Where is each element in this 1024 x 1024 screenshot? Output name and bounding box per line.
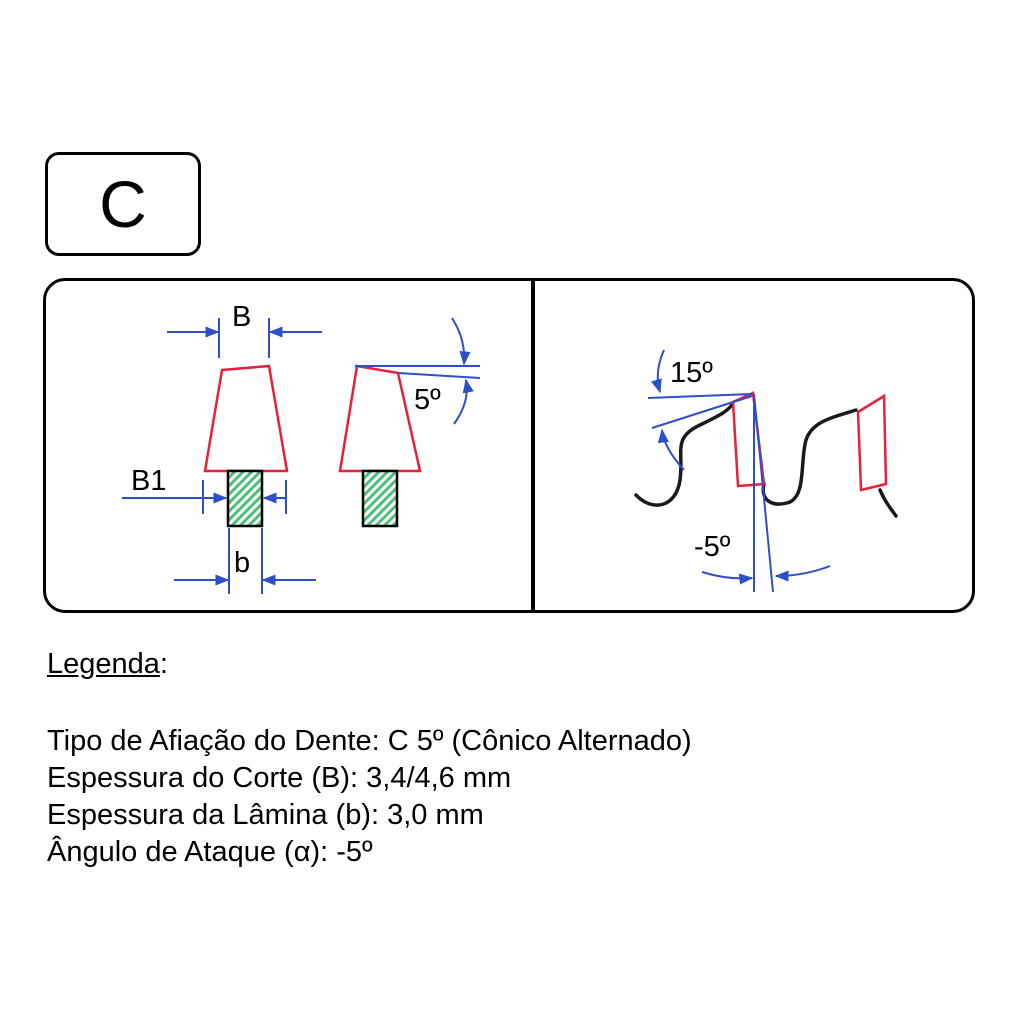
attack-angle-arc-right [774,565,831,582]
attack-angle-slope [753,393,774,593]
blade-body-right [361,469,399,528]
angle-5-arc-bottom [453,378,474,425]
label-side-angle: 5º [414,384,441,416]
angle-15-ref-line [647,393,753,399]
angle-5-arc-top [451,317,471,366]
side-view-teeth: 15º -5º [634,349,898,593]
blade-contour [634,400,898,518]
legend-line-blade-thickness: Espessura da Lâmina (b): 3,0 mm [47,799,484,831]
legend-line-cut-thickness: Espessura do Corte (B): 3,4/4,6 mm [47,762,512,794]
diagram-divider [531,278,535,613]
angle-5-ref-slope [397,372,481,379]
tooth-tip-left [203,364,289,473]
angle-15-arc-bottom [657,428,685,471]
label-b: b [234,547,250,579]
legend-colon: : [159,648,168,680]
legend: Legenda: Tipo de Afiação do Dente: C 5º … [47,646,1007,871]
legend-heading: Legenda: [47,646,1007,683]
tooth-tip-right [338,364,422,473]
angle-15-slope-line [651,395,753,429]
side-tooth-2 [856,393,888,492]
label-B: B [232,301,251,333]
label-B1: B1 [131,465,166,497]
label-attack-angle: -5º [694,531,731,563]
legend-line-sharpening-type: Tipo de Afiação do Dente: C 5º (Cônico A… [47,725,692,757]
diagram-frame [43,278,975,613]
angle-15-arc-top [651,349,665,394]
label-top-angle: 15º [670,357,713,389]
type-letter-box: C [45,152,201,256]
type-letter: C [99,167,147,241]
side-tooth-1 [731,391,766,488]
blade-body-left [226,469,264,528]
legend-line-attack-angle: Ângulo de Ataque (α): -5º [47,836,373,868]
legend-title: Legenda [47,648,160,680]
attack-angle-arc-left [701,571,754,585]
front-view-tooth-right: 5º [338,317,481,528]
front-view-tooth-left: B B1 b [122,301,322,594]
